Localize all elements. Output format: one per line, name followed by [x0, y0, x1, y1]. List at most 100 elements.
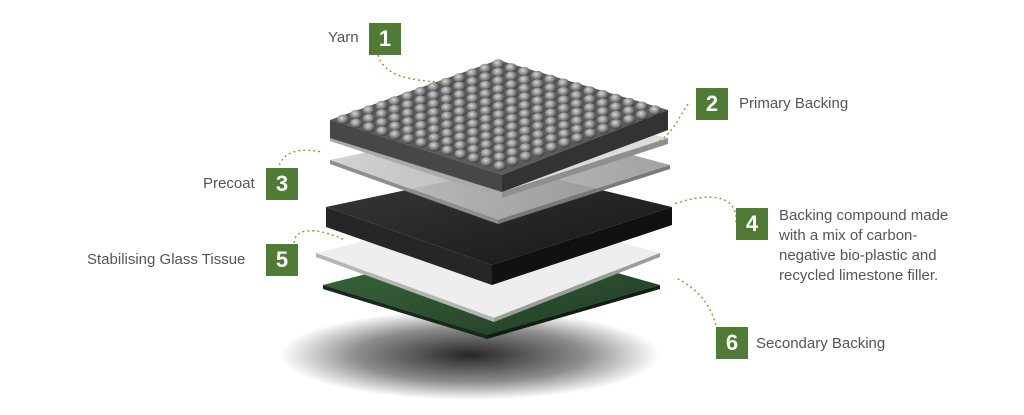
yarn-tuft — [427, 99, 440, 110]
yarn-tuft — [441, 136, 454, 147]
yarn-tuft — [427, 90, 440, 101]
yarn-tuft — [622, 97, 635, 108]
yarn-tuft — [402, 125, 415, 136]
yarn-tuft — [363, 113, 375, 124]
yarn-tuft — [570, 99, 583, 110]
yarn-tuft — [505, 96, 518, 107]
yarn-tuft — [609, 93, 622, 104]
yarn-tuft — [545, 116, 558, 127]
yarn-tuft — [519, 117, 532, 128]
yarn-tuft — [558, 129, 571, 140]
yarn-tuft — [583, 86, 596, 97]
yarn-tuft — [492, 101, 505, 112]
leader-line-1 — [377, 54, 441, 83]
yarn-tuft — [375, 100, 388, 111]
layer-1-badge: 1 — [369, 23, 401, 55]
yarn-tuft — [337, 114, 349, 125]
yarn-tuft — [479, 106, 492, 117]
leader-line-2 — [645, 103, 689, 149]
yarn-tuft — [545, 133, 558, 144]
yarn-tuft — [454, 140, 467, 151]
yarn-tuft — [492, 59, 505, 70]
yarn-tuft — [518, 75, 531, 86]
leader-line-4 — [673, 196, 737, 223]
yarn-tuft — [584, 111, 597, 122]
yarn-tuft — [518, 66, 531, 77]
yarn-tuft — [532, 146, 545, 157]
yarn-tuft — [518, 83, 531, 94]
yarn-tuft — [441, 111, 453, 122]
leader-line-6 — [675, 277, 717, 326]
yarn-tuft — [414, 95, 427, 106]
yarn-tuft — [466, 85, 479, 96]
yarn-tuft — [388, 104, 401, 115]
yarn-tuft — [531, 70, 544, 81]
yarn-tuft — [544, 83, 557, 94]
layer-2-badge: 2 — [696, 88, 728, 120]
yarn-tuft — [415, 120, 428, 131]
yarn-tuft — [531, 104, 544, 115]
layer-3-badge: 3 — [266, 168, 298, 200]
layer-4-label: Backing compound made with a mix of carb… — [779, 206, 948, 286]
yarn-tuft — [610, 119, 623, 130]
yarn-tuft — [532, 138, 545, 149]
yarn-tuft — [480, 140, 493, 150]
yarn-tuft — [531, 87, 544, 98]
yarn-tuft — [596, 90, 609, 100]
yarn-tuft — [505, 88, 518, 99]
yarn-tuft — [362, 105, 375, 116]
yarn-tuft — [479, 89, 492, 100]
yarn-tuft — [480, 156, 493, 167]
yarn-tuft — [493, 135, 506, 146]
yarn-tuft — [506, 130, 519, 141]
yarn-tuft — [531, 79, 544, 90]
yarn-tuft — [389, 130, 402, 140]
layer-3-label: Precoat — [203, 175, 255, 192]
yarn-tuft — [519, 151, 532, 162]
layer-1-label: Yarn — [328, 29, 359, 46]
yarn-tuft — [570, 82, 583, 93]
yarn-tuft — [532, 130, 545, 140]
yarn-tuft — [466, 102, 479, 113]
yarn-tuft — [466, 76, 479, 87]
yarn-tuft — [571, 116, 584, 127]
yarn-tuft — [453, 106, 466, 117]
yarn-tuft — [518, 100, 531, 111]
yarn-tuft — [584, 120, 597, 130]
yarn-tuft — [427, 107, 440, 118]
yarn-tuft — [544, 74, 557, 85]
yarn-tuft — [414, 103, 427, 114]
yarn-tuft — [505, 63, 518, 74]
yarn-tuft — [428, 124, 441, 135]
yarn-tuft — [557, 103, 570, 114]
yarn-tuft — [454, 149, 467, 160]
secondary-backing-edge — [323, 285, 487, 339]
yarn-tuft — [519, 134, 532, 145]
yarn-tuft — [597, 106, 609, 117]
yarn-tuft — [479, 72, 492, 83]
yarn-tuft — [493, 110, 505, 120]
yarn-tuft — [506, 122, 519, 133]
yarn-tuft — [441, 128, 454, 139]
yarn-tuft — [649, 105, 661, 116]
yarn-tuft — [480, 148, 493, 159]
yarn-tuft — [596, 98, 609, 109]
yarn-tuft — [428, 116, 441, 127]
leader-line-5 — [293, 230, 346, 249]
layer-6-label: Secondary Backing — [756, 335, 886, 352]
layer-4-label-line: negative bio-plastic and — [779, 247, 937, 264]
yarn-tuft — [363, 122, 376, 133]
yarn-tuft — [389, 121, 402, 132]
yarn-tuft — [558, 120, 571, 131]
layer-4-label-line: with a mix of carbon- — [779, 227, 918, 244]
layer-2-label: Primary Backing — [739, 95, 849, 112]
yarn-tuft — [518, 92, 531, 103]
yarn-tuft — [453, 98, 466, 109]
yarn-tuft — [454, 115, 467, 126]
yarn-tuft — [401, 100, 414, 110]
yarn-tuft — [440, 94, 453, 105]
yarn-tuft — [415, 137, 428, 148]
yarn-tuft — [401, 108, 414, 119]
yarn-tuft — [623, 114, 636, 125]
